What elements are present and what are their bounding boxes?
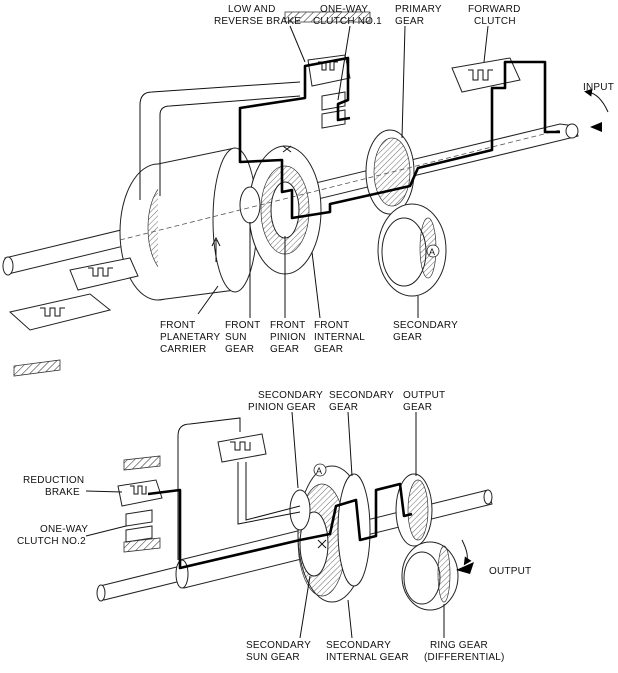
- label-secondary-gear-bottom: SECONDARY GEAR: [329, 390, 397, 413]
- marker-a-bottom-circle: [313, 463, 327, 477]
- reduction-brake: [117, 479, 163, 507]
- bottom-power-flow-path: [147, 482, 413, 570]
- leader-one-way-clutch-1: [337, 25, 351, 101]
- one-way-clutch-2-upper: [125, 509, 153, 527]
- secondary-pinion-clutch: [217, 433, 267, 463]
- carrier-rotation-arrow-icon: [211, 236, 221, 262]
- top-return-pipe-inner: [159, 95, 301, 196]
- leader-secondary-sun-gear: [299, 575, 311, 639]
- label-front-pinion-gear: FRONT PINION GEAR: [270, 320, 309, 355]
- top-gear-train: [2, 11, 609, 377]
- ring-gear-teeth: [437, 545, 451, 603]
- one-way-clutch-2-lower: [125, 525, 153, 543]
- leader-low-reverse-brake: [289, 25, 306, 63]
- output-arrow-icon: [456, 562, 474, 574]
- label-ring-gear: RING GEAR (DIFFERENTIAL): [424, 640, 505, 663]
- leader-primary-gear: [401, 25, 406, 139]
- secondary-gear-top-hub: [381, 217, 427, 287]
- secondary-pinion-clutch-teeth: [230, 441, 251, 451]
- marker-a-bottom: A: [316, 466, 322, 476]
- input-arrow-icon: [590, 122, 602, 132]
- leader-front-internal-gear: [311, 251, 321, 319]
- secondary-pinion-gear: [289, 489, 311, 531]
- label-output: OUTPUT: [489, 566, 531, 577]
- marker-a-top: A: [429, 247, 435, 257]
- reduction-brake-ground: [123, 455, 161, 471]
- leader-front-planetary-carrier: [197, 285, 219, 315]
- bottom-shaft-end: [96, 584, 106, 602]
- top-cross-mark-icon: [282, 145, 292, 153]
- leader-secondary-pinion-gear: [291, 411, 299, 489]
- label-forward-clutch: FORWARD CLUTCH: [468, 4, 524, 27]
- forward-clutch-teeth: [468, 69, 493, 81]
- leader-reduction-brake: [85, 490, 123, 493]
- secondary-gear-bottom: [337, 473, 371, 587]
- top-shaft-end: [2, 256, 14, 276]
- lower-left-brake-teeth: [40, 307, 65, 317]
- low-reverse-brake-housing: [284, 11, 371, 23]
- marker-a-top-circle: [426, 244, 440, 258]
- top-return-pipe: [139, 81, 301, 200]
- bottom-shaft-end-right: [483, 489, 493, 505]
- reduction-brake-teeth: [130, 485, 147, 495]
- bottom-gear-train: [96, 417, 493, 611]
- label-primary-gear: PRIMARY GEAR: [395, 4, 445, 27]
- lower-left-clutch-teeth: [88, 267, 113, 277]
- label-secondary-internal-gear: SECONDARY INTERNAL GEAR: [326, 640, 409, 663]
- bottom-loop-pipe: [177, 417, 241, 560]
- output-gear-teeth: [407, 479, 429, 541]
- lower-left-ground: [13, 359, 61, 377]
- bottom-labels: SECONDARY PINION GEAR SECONDARY GEAR OUT…: [17, 390, 531, 663]
- bottom-pinion-shaft: [237, 462, 301, 525]
- top-labels: LOW AND REVERSE BRAKE ONE-WAY CLUTCH NO.…: [160, 4, 614, 355]
- top-power-flow-path: [238, 56, 560, 220]
- label-front-planetary-carrier: FRONT PLANETARY CARRIER: [160, 320, 223, 355]
- label-low-reverse-brake: LOW AND REVERSE BRAKE: [214, 4, 301, 27]
- label-front-sun-gear: FRONT SUN GEAR: [225, 320, 263, 355]
- label-one-way-clutch-1: ONE-WAY CLUTCH NO.1: [313, 4, 382, 27]
- top-hidden-shaft-line: [119, 129, 561, 241]
- leader-secondary-internal-gear: [347, 599, 353, 639]
- label-front-internal-gear: FRONT INTERNAL GEAR: [314, 320, 368, 355]
- secondary-sun-gear: [299, 511, 329, 577]
- one-way-clutch-2-ground: [123, 537, 161, 553]
- leader-secondary-gear-bottom: [347, 411, 353, 477]
- forward-clutch: [451, 57, 521, 93]
- leader-one-way-clutch-2: [85, 525, 127, 537]
- label-input: INPUT: [583, 82, 614, 93]
- bottom-sleeve-end: [175, 559, 189, 589]
- label-secondary-sun-gear: SECONDARY SUN GEAR: [246, 640, 314, 663]
- bottom-cross-mark-icon: [317, 539, 327, 549]
- front-sun-gear: [239, 186, 261, 224]
- label-one-way-clutch-2: ONE-WAY CLUTCH NO.2: [17, 524, 91, 547]
- one-way-clutch-1-upper: [321, 91, 346, 111]
- label-reduction-brake: REDUCTION BRAKE: [23, 475, 87, 498]
- leader-forward-clutch: [483, 25, 489, 63]
- label-secondary-gear-top: SECONDARY GEAR: [393, 320, 461, 343]
- label-output-gear: OUTPUT GEAR: [403, 390, 448, 413]
- input-rotation-arrow-icon: [584, 88, 609, 113]
- label-secondary-pinion-gear: SECONDARY PINION GEAR: [248, 390, 326, 413]
- ring-gear-hub: [403, 551, 441, 605]
- output-rotation-arrow-icon: [461, 539, 472, 566]
- lower-left-clutch: [69, 257, 139, 291]
- input-shaft-end: [565, 123, 579, 139]
- bottom-pinion-shaft-inner: [245, 462, 301, 521]
